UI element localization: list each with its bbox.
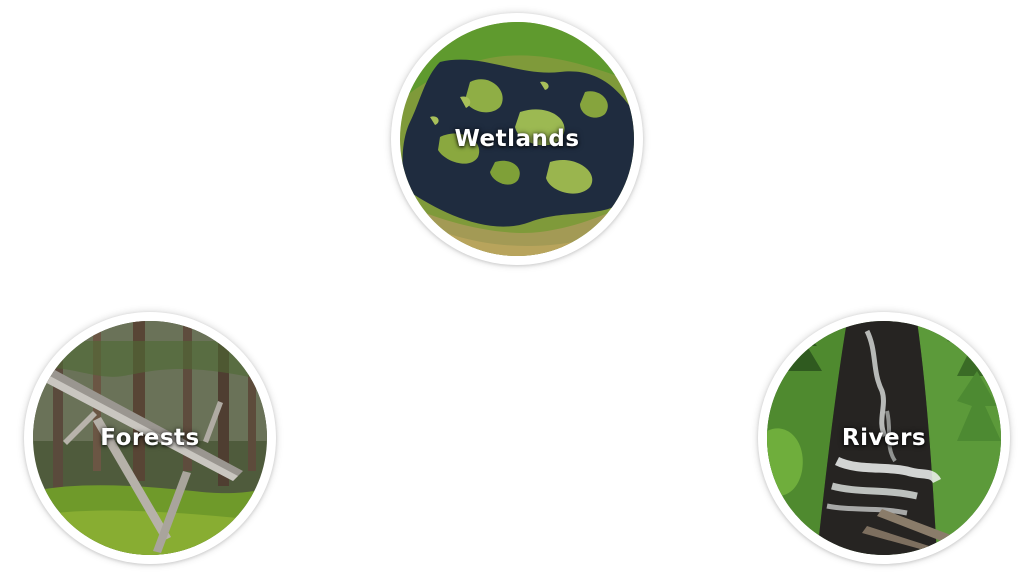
rivers-photo bbox=[767, 321, 1001, 555]
forests-card[interactable]: Forests bbox=[24, 312, 276, 564]
wetlands-label: Wetlands bbox=[454, 126, 580, 152]
wetlands-photo bbox=[400, 22, 634, 256]
wetlands-card[interactable]: Wetlands bbox=[391, 13, 643, 265]
wetlands-image bbox=[400, 22, 634, 256]
rivers-label: Rivers bbox=[841, 425, 927, 451]
forests-image bbox=[33, 321, 267, 555]
forests-photo bbox=[33, 321, 267, 555]
rivers-image bbox=[767, 321, 1001, 555]
forests-label: Forests bbox=[100, 425, 200, 451]
rivers-card[interactable]: Rivers bbox=[758, 312, 1010, 564]
